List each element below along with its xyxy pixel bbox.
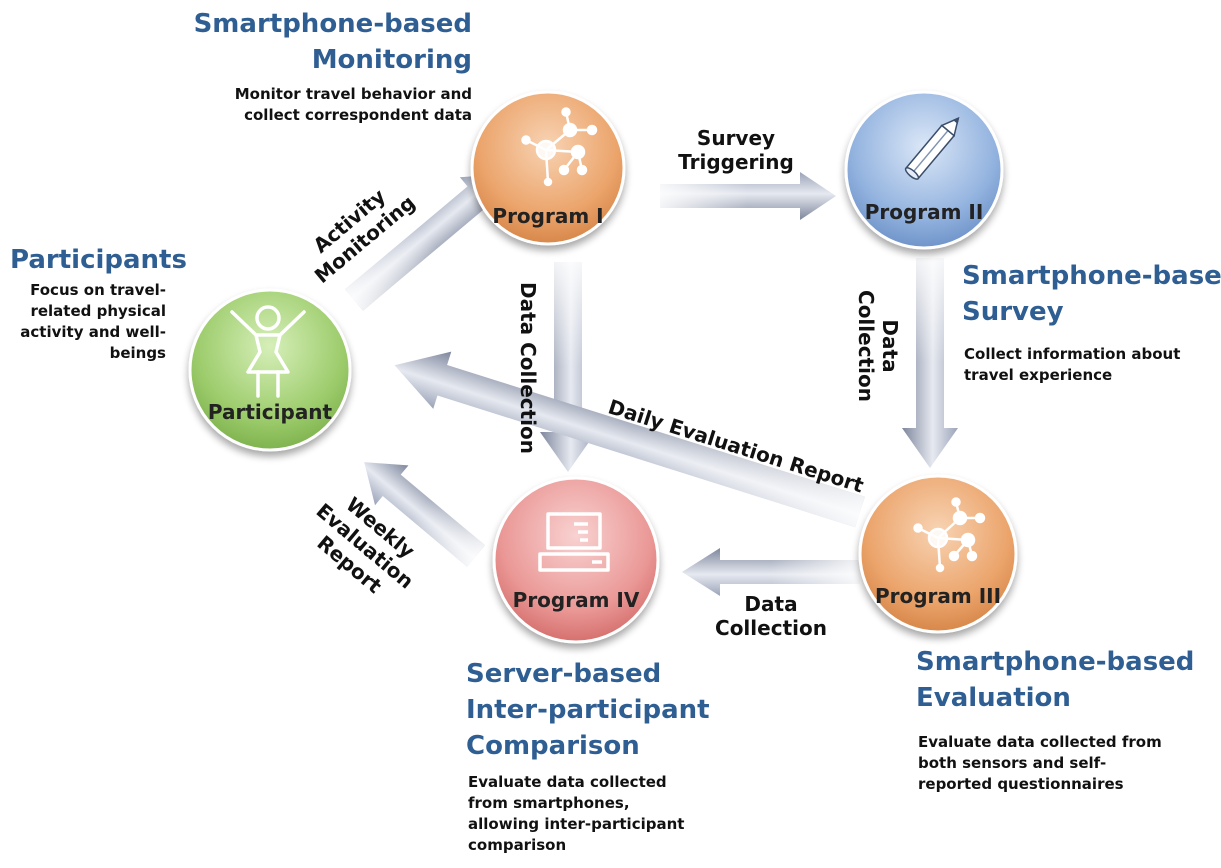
label-line: Data xyxy=(744,592,798,616)
label-data-collection-p3-p4: Data Collection xyxy=(706,592,836,640)
node-label-program-4: Program IV xyxy=(512,588,640,612)
desc-line: comparison xyxy=(468,836,567,854)
desc-participants: Focus on travel- related physical activi… xyxy=(20,280,166,364)
label-line: Data xyxy=(878,319,902,373)
desc-line: both sensors and self- xyxy=(918,754,1107,772)
heading-monitoring: Smartphone-based Monitoring xyxy=(170,6,472,78)
desc-line: allowing inter-participant xyxy=(468,815,685,833)
heading-comparison: Server-based Inter-participant Compariso… xyxy=(466,656,710,764)
heading-line: Evaluation xyxy=(916,683,1071,713)
arrow-activity-monitoring xyxy=(345,174,505,311)
desc-line: reported questionnaires xyxy=(918,775,1124,793)
heading-line: Monitoring xyxy=(311,45,472,75)
label-line: Collection xyxy=(715,616,827,640)
label-survey-triggering: Survey Triggering xyxy=(666,126,806,174)
desc-line: activity and well- xyxy=(20,323,166,341)
person-icon xyxy=(230,305,306,398)
heading-line: Smartphone-based xyxy=(193,9,472,39)
arrow-weekly-evaluation-report xyxy=(364,462,485,567)
desc-line: Monitor travel behavior and xyxy=(234,85,472,103)
desc-evaluation: Evaluate data collected from both sensor… xyxy=(918,732,1208,795)
heading-line: Smartphone-based xyxy=(916,647,1195,677)
desc-line: related physical xyxy=(30,302,166,320)
desc-line: Evaluate data collected from xyxy=(918,733,1162,751)
network-icon xyxy=(913,497,986,573)
arrow-data-collection-p3-p4 xyxy=(682,548,860,596)
desc-line: Collect information about xyxy=(964,345,1181,363)
heading-line: Survey xyxy=(962,297,1064,327)
label-data-collection-p1-p4: Data Collection xyxy=(516,281,540,455)
node-program-4 xyxy=(492,476,660,644)
desc-line: collect correspondent data xyxy=(244,106,472,124)
heading-line: Server-based xyxy=(466,659,662,689)
label-line: Survey xyxy=(696,126,776,150)
desc-line: beings xyxy=(109,344,166,362)
desc-comparison: Evaluate data collected from smartphones… xyxy=(468,772,718,856)
node-label-participant: Participant xyxy=(207,400,333,424)
node-label-program-1: Program I xyxy=(492,204,604,228)
label-data-collection-p2-p3: Data Collection xyxy=(854,286,902,406)
label-line: Triggering xyxy=(678,150,794,174)
label-line: Collection xyxy=(854,290,878,402)
heading-participants: Participants xyxy=(10,245,187,275)
heading-line: Comparison xyxy=(466,731,640,761)
desc-line: travel experience xyxy=(964,366,1113,384)
heading-line: Inter-participant xyxy=(466,695,710,725)
heading-line: Smartphone-based xyxy=(962,261,1221,291)
desc-line: Focus on travel- xyxy=(30,281,166,299)
pencil-icon xyxy=(904,117,960,180)
node-label-program-2: Program II xyxy=(864,200,984,224)
arrow-daily-evaluation-report xyxy=(394,351,865,528)
desc-line: Evaluate data collected xyxy=(468,773,667,791)
desc-monitoring: Monitor travel behavior and collect corr… xyxy=(200,84,472,126)
node-label-program-3: Program III xyxy=(874,584,1002,608)
heading-survey: Smartphone-based Survey xyxy=(962,258,1221,330)
arrow-data-collection-p2-p3 xyxy=(902,258,958,468)
network-icon xyxy=(521,107,598,187)
computer-icon xyxy=(538,512,610,572)
desc-line: from smartphones, xyxy=(468,794,630,812)
node-participant xyxy=(188,288,352,452)
heading-evaluation: Smartphone-based Evaluation xyxy=(916,644,1194,716)
arrow-survey-triggering xyxy=(660,172,836,220)
desc-survey: Collect information about travel experie… xyxy=(964,344,1214,386)
